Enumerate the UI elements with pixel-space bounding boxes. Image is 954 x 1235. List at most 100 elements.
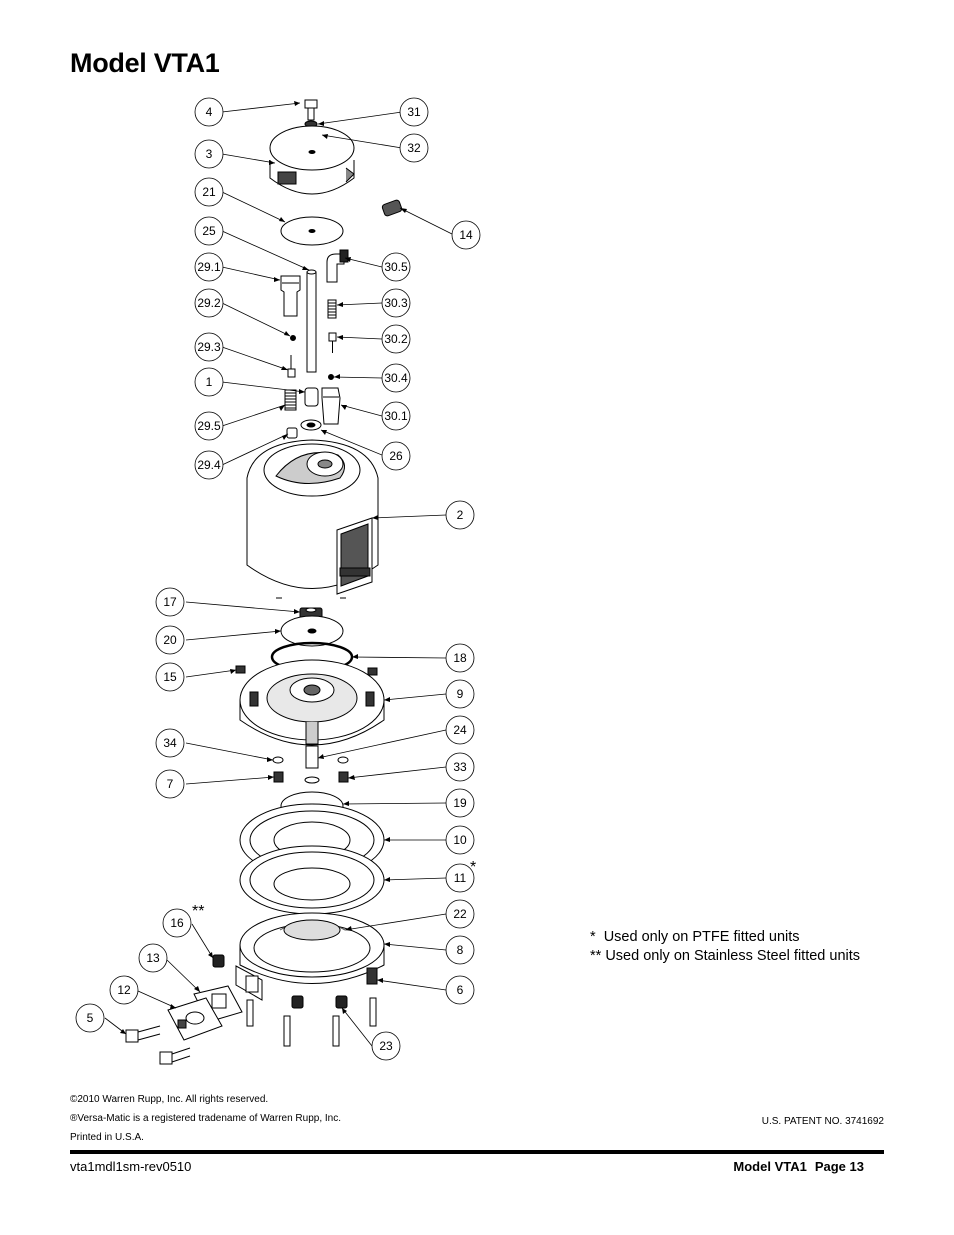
callout-circle: [155, 728, 185, 758]
part-stem-29-3: [287, 355, 296, 378]
footer-page-info: Model VTA1 Page 13: [725, 1159, 864, 1174]
callout-label: 30.5: [384, 260, 408, 274]
callout-circle: [399, 97, 429, 127]
ptfe-asterisk: *: [470, 859, 476, 876]
callout-circle: [155, 587, 185, 617]
callout-circle: [109, 975, 139, 1005]
callout-label: 25: [202, 224, 216, 238]
callout-circle: [381, 363, 411, 393]
callout-29-1: 29.1: [194, 252, 224, 282]
callout-label: 34: [163, 736, 177, 750]
callout-31: 31: [399, 97, 429, 127]
callout-label: 4: [206, 105, 213, 119]
copyright-text: ©2010 Warren Rupp, Inc. All rights reser…: [70, 1094, 269, 1105]
callout-label: 21: [202, 185, 216, 199]
callout-label: 3: [206, 147, 213, 161]
trademark-text: ®Versa-Matic is a registered tradename o…: [70, 1113, 342, 1124]
callout-33: 33: [445, 752, 475, 782]
callout-circle: [381, 288, 411, 318]
footer-rule: [70, 1150, 884, 1154]
callout-label: 29.1: [197, 260, 221, 274]
part-nut-7: [273, 771, 284, 783]
part-outer-chamber-8: [235, 912, 385, 1001]
callout-circle: [451, 220, 481, 250]
callout-circle: [445, 643, 475, 673]
part-bolts-6: [246, 967, 378, 1047]
callout-29-3: 29.3: [194, 332, 224, 362]
callout-circle: [155, 625, 185, 655]
callout-1: 1: [194, 367, 224, 397]
patent-number: U.S. PATENT NO. 3741692: [761, 1116, 884, 1127]
callout-circle: [155, 769, 185, 799]
callout-29-4: 29.4: [194, 450, 224, 480]
callout-circle: [194, 139, 224, 169]
callout-circle: [381, 441, 411, 471]
part-plate-20: [280, 615, 344, 647]
part-ball-30-4: [328, 374, 334, 380]
part-nut-16: [212, 954, 225, 968]
callout-label: 33: [453, 760, 467, 774]
callout-label: 19: [453, 796, 467, 810]
part-spring-30-3: [327, 299, 337, 319]
callout-29-2: 29.2: [194, 288, 224, 318]
footer-doc-code: vta1mdl1sm-rev0510: [70, 1159, 192, 1174]
callout-circle: [194, 450, 224, 480]
callout-30-4: 30.4: [381, 363, 411, 393]
callout-24: 24: [445, 715, 475, 745]
stainless-asterisk: **: [192, 903, 204, 920]
callout-circle: [445, 715, 475, 745]
callout-label: 29.4: [197, 458, 221, 472]
part-cap-3: [269, 125, 355, 195]
callout-label: 31: [407, 105, 421, 119]
part-nut-33: [338, 771, 349, 783]
footnotes: * Used only on PTFE fitted units ** Used…: [590, 928, 860, 966]
callout-circle: [155, 662, 185, 692]
part-cap-29-4: [286, 427, 298, 439]
callout-label: 8: [457, 943, 464, 957]
callout-circle: [399, 133, 429, 163]
part-center-disc-9: [239, 659, 385, 746]
callout-label: 10: [453, 833, 467, 847]
part-bolt-4: [304, 99, 318, 121]
callout-16: 16: [162, 908, 192, 938]
footer-model: Model VTA1: [733, 1159, 807, 1174]
callout-label: 14: [459, 228, 473, 242]
callout-label: 7: [167, 777, 174, 791]
part-ball-29-2: [290, 335, 296, 341]
callout-circle: [371, 1031, 401, 1061]
callout-circle: [194, 367, 224, 397]
callout-17: 17: [155, 587, 185, 617]
callout-circle: [381, 401, 411, 431]
callout-circle: [194, 252, 224, 282]
callout-label: 22: [453, 907, 467, 921]
callout-6: 6: [445, 975, 475, 1005]
callout-7: 7: [155, 769, 185, 799]
footer-page: Page 13: [814, 1159, 864, 1174]
note-ptfe: * Used only on PTFE fitted units: [590, 929, 800, 945]
callout-22: 22: [445, 899, 475, 929]
callout-12: 12: [109, 975, 139, 1005]
callout-circle: [445, 899, 475, 929]
callout-label: 15: [163, 670, 177, 684]
callout-label: 18: [453, 651, 467, 665]
callout-3: 3: [194, 139, 224, 169]
callout-15: 15: [155, 662, 185, 692]
callout-circle: [381, 324, 411, 354]
note-stainless: ** Used only on Stainless Steel fitted u…: [590, 948, 861, 964]
callout-8: 8: [445, 935, 475, 965]
callout-14: 14: [451, 220, 481, 250]
callout-4: 4: [194, 97, 224, 127]
part-center-section-2: [246, 439, 379, 599]
part-bolt-5b: [159, 1047, 191, 1065]
callout-circle: [194, 97, 224, 127]
callout-23: 23: [371, 1031, 401, 1061]
callout-34: 34: [155, 728, 185, 758]
part-shaft-24: [305, 745, 319, 769]
callout-label: 30.2: [384, 332, 408, 346]
callout-circle: [194, 411, 224, 441]
callout-circle: [75, 1003, 105, 1033]
part-elbow-30-5: [326, 249, 349, 283]
callout-label: 6: [457, 983, 464, 997]
